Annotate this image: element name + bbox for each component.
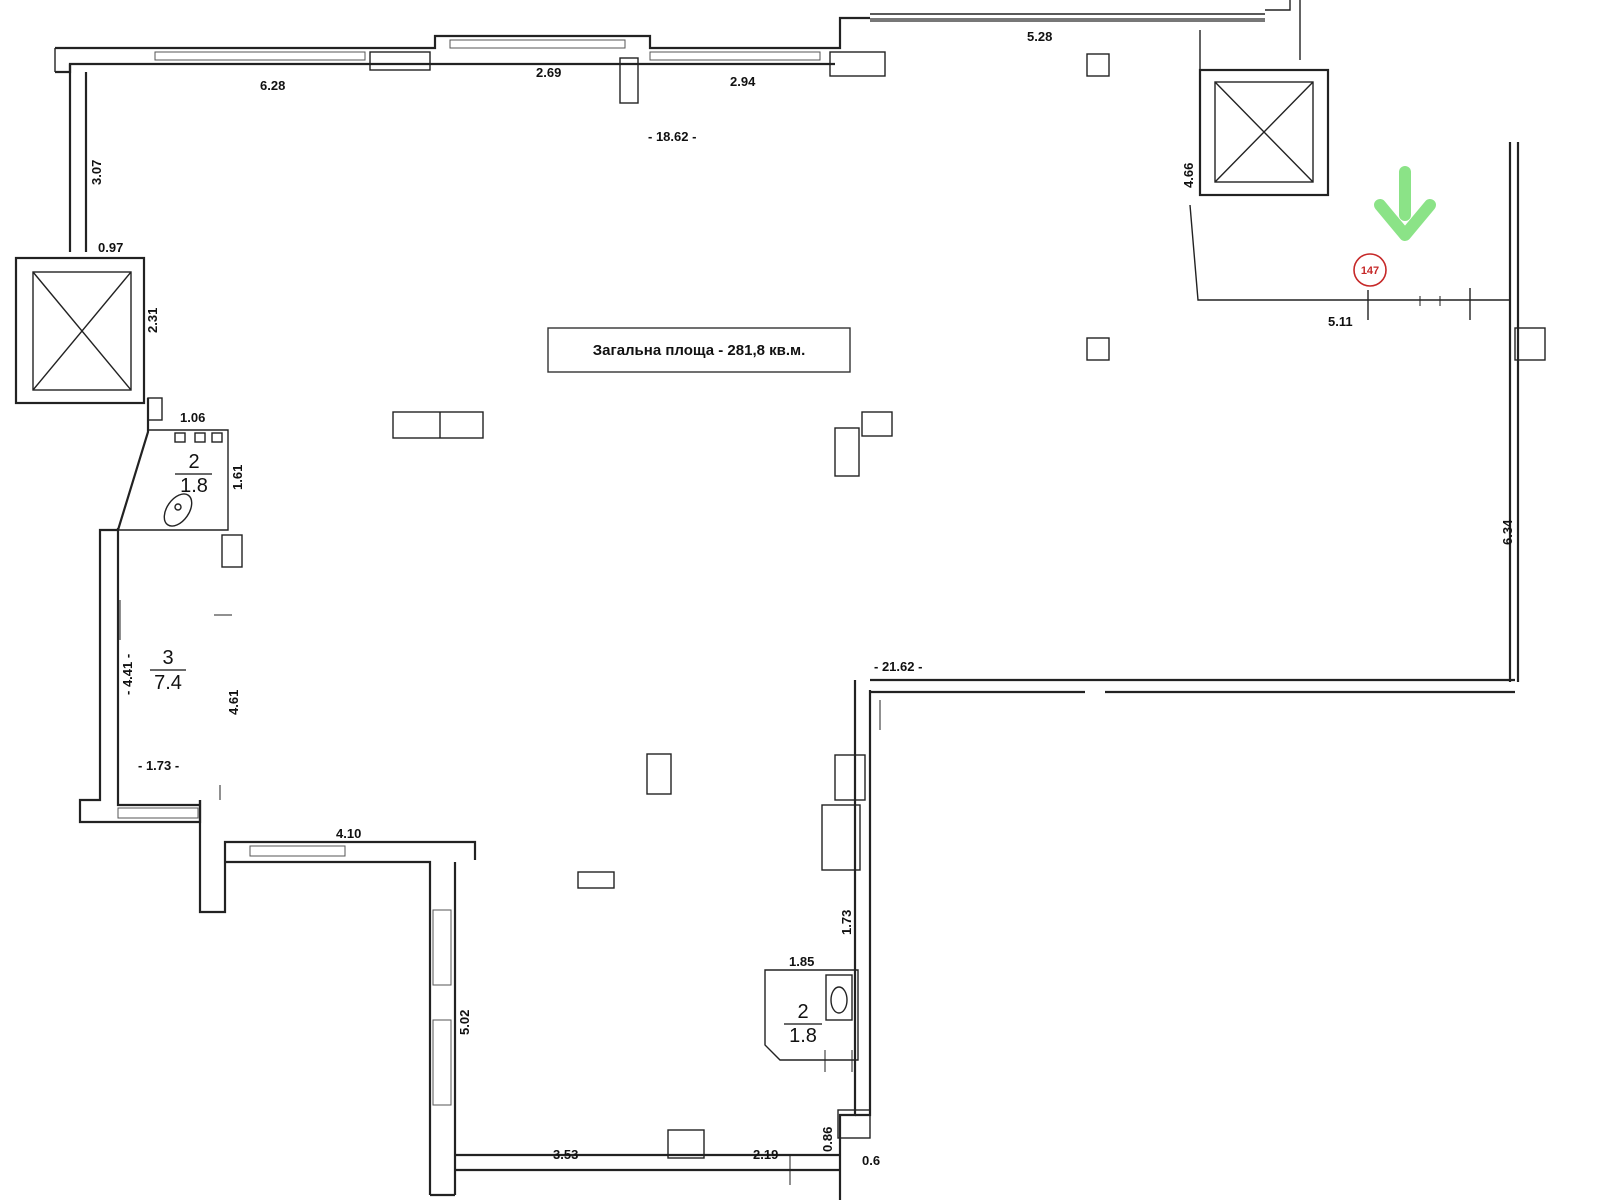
total-area-box: Загальна площа - 281,8 кв.м.: [547, 327, 851, 373]
dim-inner-top: - 18.62 -: [648, 129, 696, 144]
dim-room3-right: 4.61: [226, 690, 241, 715]
dim-right-vertical: 6.34: [1500, 519, 1515, 545]
dim-bottom-small-b: 0.6: [862, 1153, 880, 1168]
dim-wc-top: 1.06: [180, 410, 205, 425]
room-label-wc-right: 2 1.8: [784, 1001, 822, 1047]
room-number: 2: [188, 451, 199, 473]
dim-elevator-left-side: 2.31: [145, 308, 160, 333]
dim-lower-left-vertical: 5.02: [457, 1010, 472, 1035]
room-area: 1.8: [180, 475, 208, 497]
total-area-label: Загальна площа - 281,8 кв.м.: [593, 342, 806, 359]
dim-mid-long: - 21.62 -: [874, 659, 922, 674]
room-label-3: 3 7.4: [150, 647, 186, 694]
dim-bottom-right: 2.19: [753, 1147, 778, 1162]
dim-top-right: 5.28: [1027, 29, 1052, 44]
dim-top-mid2: 2.94: [730, 74, 756, 89]
dim-wc2-side: 1.73: [839, 910, 854, 935]
columns: [147, 53, 1110, 889]
dim-lower-left-wall: 4.10: [336, 826, 361, 841]
wc-right: [764, 969, 859, 1061]
dim-room3-left: - 4.41 -: [120, 654, 135, 695]
room-number: 2: [797, 1001, 808, 1023]
room-label-wc-left: 2 1.8: [175, 451, 212, 497]
dim-wc2-top: 1.85: [789, 954, 814, 969]
arrow-down-icon: [1374, 166, 1436, 241]
elevator-left: [14, 256, 146, 405]
room-number: 3: [162, 647, 173, 669]
outer-walls: [54, 0, 1546, 1200]
dim-bottom-left: 3.53: [553, 1147, 578, 1162]
dim-bottom-small-a: 0.86: [820, 1127, 835, 1152]
marker-label: 147: [1361, 265, 1379, 277]
dim-room3-bottom: - 1.73 -: [138, 758, 179, 773]
dimension-ticks: [119, 296, 1441, 1185]
dim-elevator-left-top: 0.97: [98, 240, 123, 255]
dim-top-left: 6.28: [260, 78, 285, 93]
dim-elevator-right-side: 4.66: [1181, 163, 1196, 188]
wc-left: [118, 429, 229, 531]
dim-partition: 5.11: [1328, 314, 1353, 329]
dim-wc-side: 1.61: [230, 465, 245, 490]
dim-left-shaft: 3.07: [89, 160, 104, 185]
room-area: 7.4: [154, 672, 182, 694]
dim-top-mid: 2.69: [536, 65, 561, 80]
unit-marker: 147: [1353, 253, 1387, 287]
dimension-labels: 6.28 2.69 2.94 5.28 - 18.62 - 3.07 0.97 …: [89, 29, 1515, 1168]
room-area: 1.8: [789, 1025, 817, 1047]
elevator-right: [1198, 68, 1330, 197]
